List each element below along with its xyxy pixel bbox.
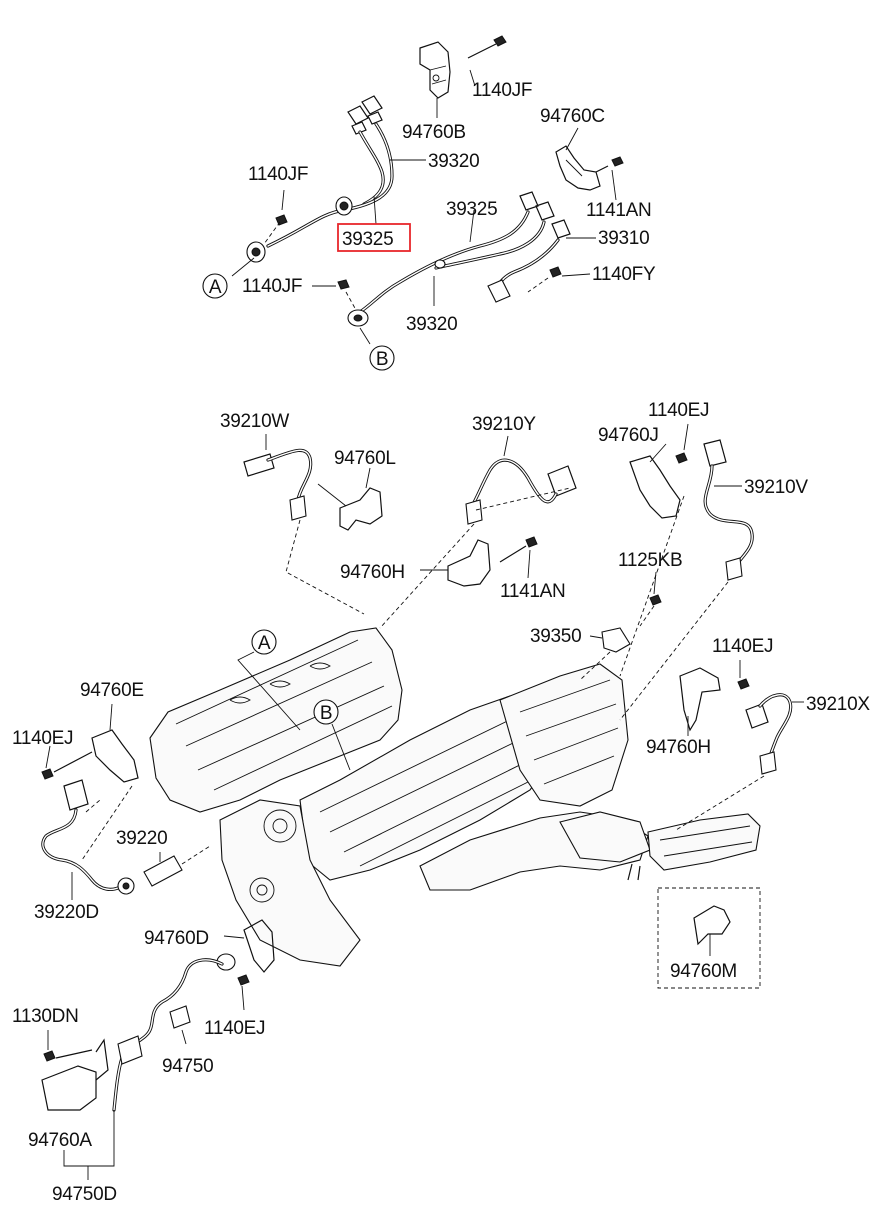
label-39210W: 39210W bbox=[220, 411, 289, 432]
label-94760H-center: 94760H bbox=[340, 562, 405, 583]
label-94760L: 94760L bbox=[334, 448, 396, 469]
label-94760M: 94760M bbox=[670, 961, 737, 982]
label-39220D: 39220D bbox=[34, 902, 99, 923]
label-94760E: 94760E bbox=[80, 680, 144, 701]
callout-a-top: A bbox=[202, 273, 228, 299]
label-39320-lower: 39320 bbox=[406, 314, 457, 335]
highlight-box-39325 bbox=[337, 223, 411, 252]
label-94760B: 94760B bbox=[402, 122, 466, 143]
label-1140EJ-bottom: 1140EJ bbox=[204, 1018, 265, 1039]
label-39320-upper: 39320 bbox=[428, 151, 479, 172]
label-39325-highlighted: 39325 bbox=[342, 229, 393, 250]
label-39325-lower: 39325 bbox=[446, 199, 497, 220]
sensor-group bbox=[41, 423, 804, 1180]
label-1140JF-top: 1140JF bbox=[472, 80, 532, 101]
label-1140JF-left: 1140JF bbox=[248, 164, 308, 185]
label-1140EJ-top: 1140EJ bbox=[648, 400, 709, 421]
label-39210Y: 39210Y bbox=[472, 414, 536, 435]
label-94760H-right: 94760H bbox=[646, 737, 711, 758]
callout-b-top: B bbox=[369, 345, 395, 371]
label-39210V: 39210V bbox=[744, 477, 808, 498]
label-94750: 94750 bbox=[162, 1056, 213, 1077]
label-94760D: 94760D bbox=[144, 928, 209, 949]
label-39220: 39220 bbox=[116, 828, 167, 849]
label-39310: 39310 bbox=[598, 228, 649, 249]
engine-illustration bbox=[149, 627, 761, 967]
callout-a-top-text: A bbox=[209, 277, 222, 298]
label-1125KB: 1125KB bbox=[618, 550, 682, 571]
label-39350: 39350 bbox=[530, 626, 581, 647]
callout-b-engine: B bbox=[313, 699, 351, 771]
label-39210X: 39210X bbox=[806, 694, 870, 715]
label-94760A: 94760A bbox=[28, 1130, 92, 1151]
top-harness-group bbox=[231, 35, 624, 345]
label-94750D: 94750D bbox=[52, 1184, 117, 1205]
callout-b-engine-text: B bbox=[320, 703, 332, 724]
callout-a-engine: A bbox=[237, 629, 301, 731]
part-labels: 1140JF 94760B 39320 94760C 1140JF 39325 … bbox=[12, 80, 871, 1205]
label-1130DN: 1130DN bbox=[12, 1006, 79, 1027]
callout-a-engine-text: A bbox=[258, 633, 271, 654]
label-1140EJ-right: 1140EJ bbox=[712, 636, 773, 657]
label-1140JF-lower: 1140JF bbox=[242, 276, 302, 297]
label-1141AN-top: 1141AN bbox=[586, 200, 651, 221]
label-1140EJ-left: 1140EJ bbox=[12, 728, 73, 749]
label-1141AN-center: 1141AN bbox=[500, 581, 565, 602]
label-94760J: 94760J bbox=[598, 425, 659, 446]
label-1140FY: 1140FY bbox=[592, 264, 656, 285]
callout-b-top-text: B bbox=[376, 349, 388, 370]
label-94760C: 94760C bbox=[540, 106, 605, 127]
